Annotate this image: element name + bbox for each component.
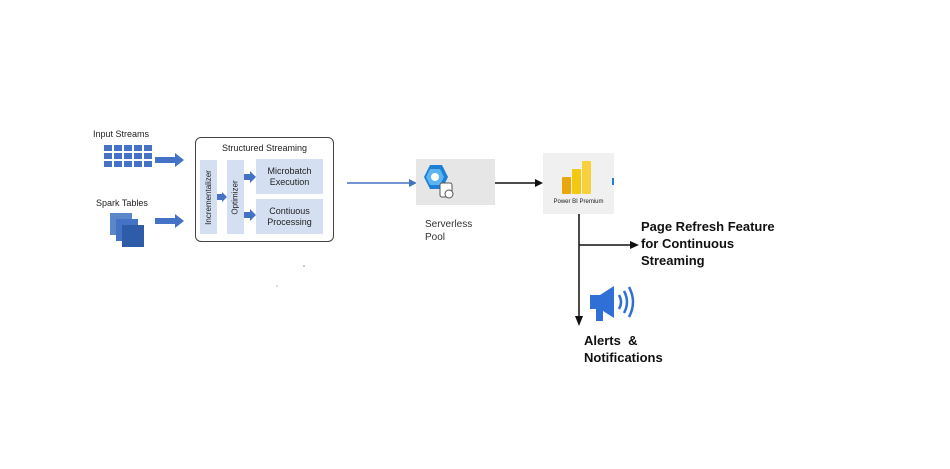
input-streams-arrow-icon <box>155 153 184 167</box>
alerts-notifications-label: Alerts & Notifications <box>584 333 663 365</box>
powerbi-output-arrows-icon <box>575 214 639 326</box>
powerbi-card: Power BI Premium <box>543 153 614 214</box>
serverless-pool-label: Serverless Pool <box>425 219 473 243</box>
optimizer-arrows-icon <box>244 171 256 221</box>
serverless-pool-card <box>416 159 495 205</box>
structured-streaming-title: Structured Streaming <box>221 143 308 153</box>
spark-tables-arrow-icon <box>155 214 184 228</box>
serverless-to-powerbi-arrow-icon <box>495 179 543 187</box>
dot <box>303 265 305 267</box>
incrementalizer-bar: Incrementalizer <box>200 160 217 234</box>
optimizer-bar: Optimizer <box>227 160 244 234</box>
page-refresh-label: Page Refresh Feature for Continuous Stre… <box>641 219 775 268</box>
input-streams-icon <box>104 145 152 167</box>
small-arrow-icon <box>217 192 227 202</box>
input-streams-label: Input Streams <box>93 129 150 139</box>
megaphone-icon <box>590 286 635 321</box>
stream-to-serverless-arrow-icon <box>347 179 417 187</box>
continuous-processing-box: Contiuous Processing <box>256 199 323 234</box>
microbatch-execution-box: Microbatch Execution <box>256 159 323 194</box>
incrementalizer-label: Incrementalizer <box>204 169 213 225</box>
spark-tables-label: Spark Tables <box>96 198 148 208</box>
synapse-icon <box>424 165 454 199</box>
optimizer-label: Optimizer <box>231 179 241 215</box>
edge-mark <box>612 178 614 185</box>
powerbi-icon <box>562 161 591 194</box>
powerbi-label: Power BI Premium <box>553 199 604 205</box>
structured-streaming-box: Structured Streaming Incrementalizer Opt… <box>195 137 334 242</box>
dot <box>276 285 278 287</box>
spark-tables-icon <box>110 213 144 247</box>
